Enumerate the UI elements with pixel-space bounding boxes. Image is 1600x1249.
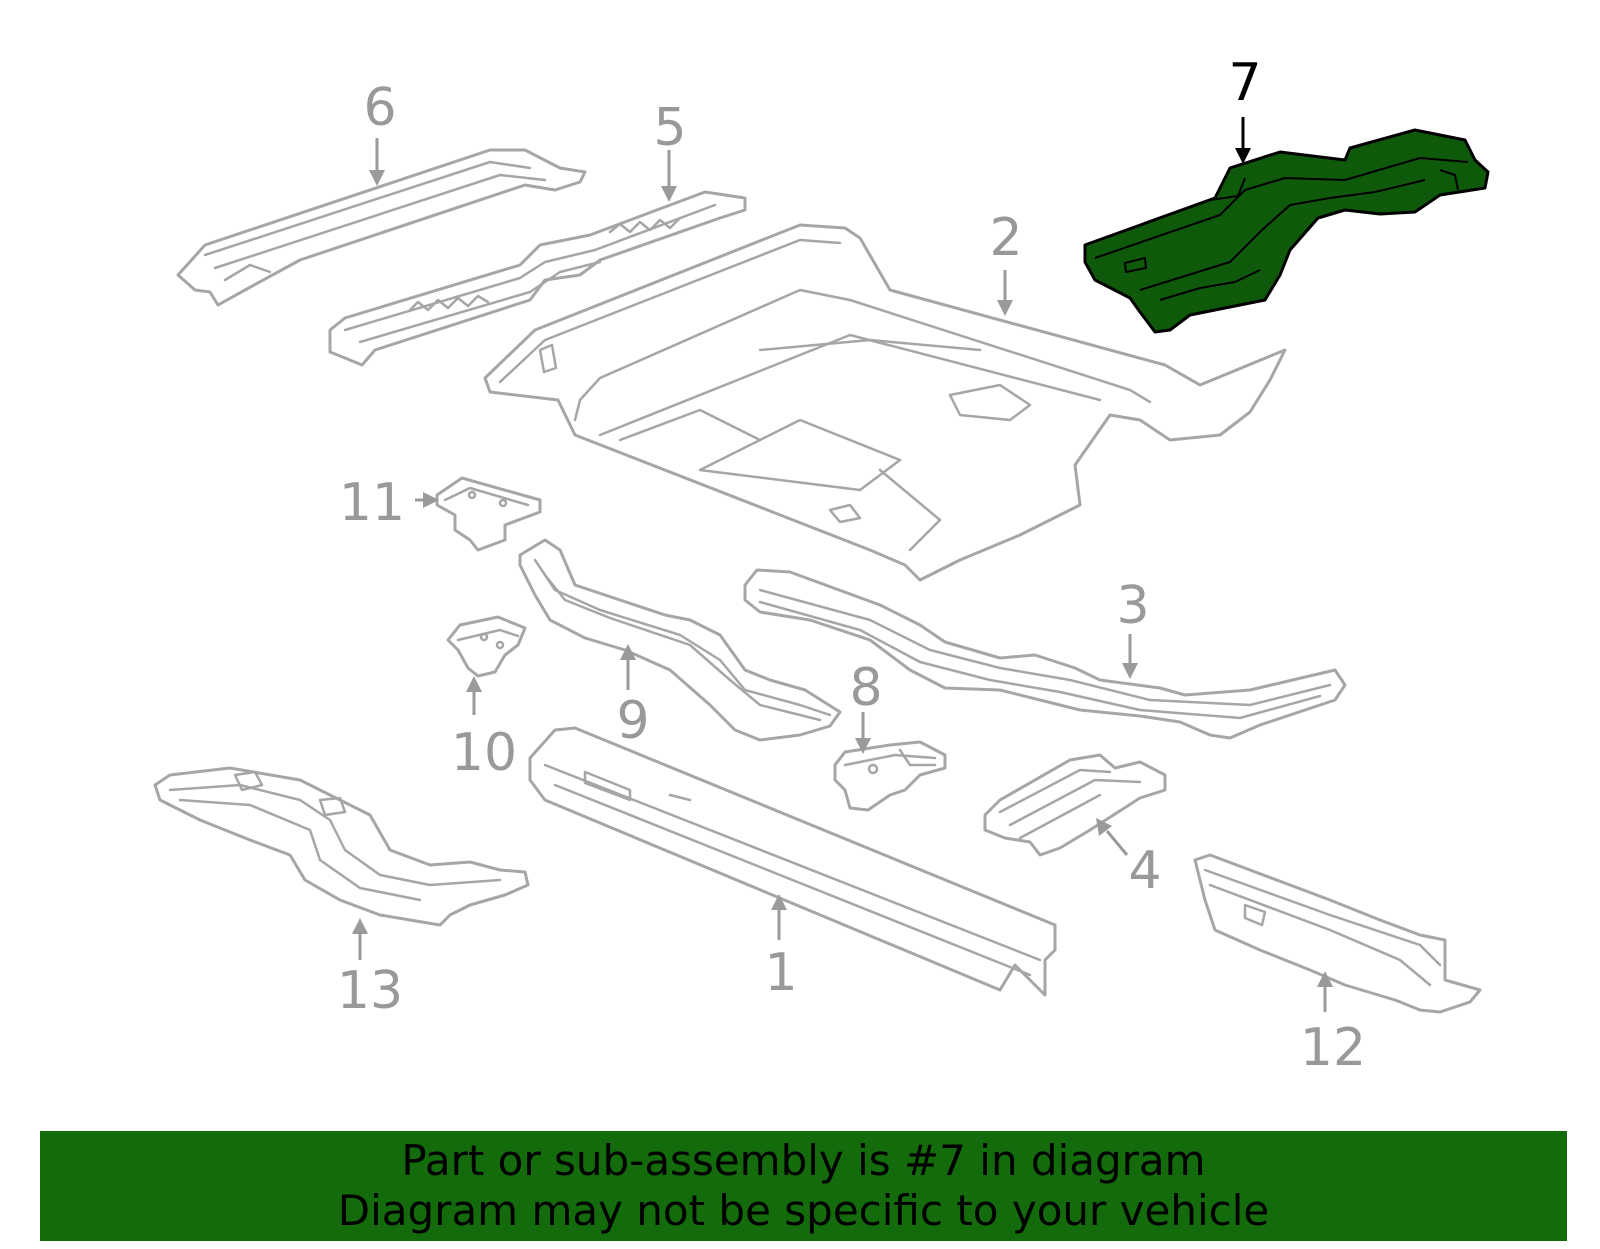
callout-13: 13	[337, 961, 403, 1021]
part-4[interactable]	[983, 753, 1167, 857]
part-1[interactable]	[528, 726, 1057, 997]
callout-2: 2	[989, 208, 1022, 268]
parts-diagram: 6 5 2 7 11 3 9 10 8 4 1 13 12	[153, 53, 1490, 1078]
callout-4: 4	[1128, 841, 1161, 901]
callout-8: 8	[849, 658, 882, 718]
callout-11: 11	[339, 473, 405, 533]
callout-7: 7	[1228, 53, 1261, 113]
leader-arrows	[352, 117, 1333, 1012]
part-9[interactable]	[518, 538, 842, 742]
banner-line-2: Diagram may not be specific to your vehi…	[337, 1186, 1270, 1235]
part-11[interactable]	[435, 476, 542, 552]
part-5[interactable]	[328, 190, 747, 367]
info-banner: Part or sub-assembly is #7 in diagram Di…	[40, 1131, 1567, 1241]
part-3[interactable]	[743, 568, 1347, 740]
callout-5: 5	[653, 98, 686, 158]
callout-1: 1	[764, 943, 797, 1003]
callout-6: 6	[363, 78, 396, 138]
part-13[interactable]	[153, 766, 530, 927]
part-8[interactable]	[833, 740, 947, 812]
banner-line-1: Part or sub-assembly is #7 in diagram	[401, 1136, 1206, 1185]
callout-10: 10	[451, 723, 517, 783]
callout-12: 12	[1300, 1018, 1366, 1078]
part-7[interactable]	[1083, 128, 1490, 334]
part-2[interactable]	[483, 223, 1287, 582]
part-10[interactable]	[446, 615, 527, 678]
callout-9: 9	[616, 691, 649, 751]
callout-labels: 6 5 2 7 11 3 9 10 8 4 1 13 12	[337, 53, 1366, 1078]
callout-3: 3	[1116, 576, 1149, 636]
part-12[interactable]	[1193, 853, 1482, 1014]
part-6[interactable]	[176, 148, 587, 307]
